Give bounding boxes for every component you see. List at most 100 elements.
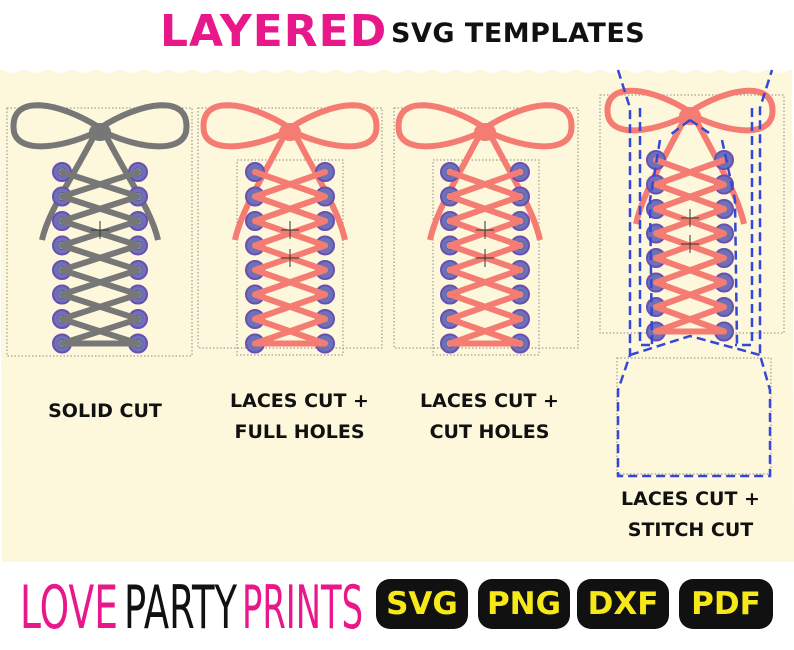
lace-end	[633, 118, 687, 225]
lace-tip	[135, 169, 141, 175]
stitch-line-icon	[735, 108, 754, 347]
lace-cross	[59, 316, 141, 347]
eyelet-icon	[315, 235, 335, 256]
lace-cross	[59, 169, 141, 200]
eyelet-hole	[57, 216, 67, 226]
bow-lace-icon	[200, 102, 292, 150]
eyelet-icon	[52, 162, 72, 182]
eyelet-icon	[714, 321, 734, 342]
lace-cross	[252, 267, 328, 298]
eyelet-icon	[128, 211, 148, 231]
lace-cross	[252, 193, 328, 224]
eyelet-icon	[510, 235, 530, 256]
eyelet-hole	[515, 339, 525, 348]
eyelet-icon	[440, 211, 460, 231]
eyelet-icon	[646, 248, 666, 268]
eyelet-hole	[445, 314, 455, 324]
lace-end	[488, 134, 543, 241]
eyelet-icon	[315, 284, 335, 305]
label-stitch-cut: LACES CUT + STITCH CUT	[603, 484, 778, 546]
eyelet-icon	[128, 186, 148, 207]
lace-end	[693, 118, 747, 225]
guide-box	[616, 357, 772, 475]
bow-lace-icon	[10, 102, 102, 150]
lace-cross	[447, 291, 523, 322]
lace-tip	[653, 157, 659, 163]
lace-cross	[653, 157, 727, 188]
bow-lace-icon	[395, 102, 487, 150]
eyelet-icon	[315, 211, 335, 231]
lace-cross	[447, 291, 523, 322]
bow-knot	[474, 123, 496, 141]
brand-logo: LOVE PARTY PRINTS	[20, 573, 363, 640]
eyelet-icon	[245, 333, 265, 354]
eyelet-icon	[714, 150, 734, 170]
eyelet-icon	[440, 235, 460, 256]
lace-cross	[59, 169, 141, 200]
page-subtitle: SVG TEMPLATES	[391, 18, 646, 49]
eyelet-hole	[133, 192, 143, 201]
stitch-line-icon	[616, 69, 774, 478]
lace-design-solid	[6, 102, 193, 357]
header: LAYERED SVG TEMPLATES	[0, 0, 794, 62]
lace-cross	[252, 218, 328, 249]
eyelet-hole	[133, 290, 143, 299]
eyelet-icon	[646, 150, 666, 170]
eyelet-icon	[714, 223, 734, 244]
lace-cross	[653, 230, 727, 261]
format-badge-svg: SVG	[376, 579, 468, 629]
eyelet-icon	[510, 309, 530, 329]
lace-cross	[653, 304, 727, 335]
eyelet-hole	[57, 314, 67, 324]
bow-lace-icon	[604, 87, 692, 134]
lace-cross	[447, 242, 523, 273]
eyelet-hole	[57, 167, 67, 177]
eyelet-icon	[440, 309, 460, 329]
bow-knot	[89, 123, 111, 141]
brand-word-love: LOVE	[20, 573, 118, 640]
label-line: LACES CUT +	[420, 390, 559, 412]
guide-box	[236, 159, 344, 356]
eyelet-icon	[245, 260, 265, 280]
eyelet-hole	[57, 265, 67, 275]
eyelet-hole	[515, 290, 525, 299]
eyelet-icon	[128, 235, 148, 256]
bow-knot	[279, 123, 301, 141]
eyelet-hole	[515, 265, 525, 275]
lace-cross	[653, 304, 727, 335]
eyelet-hole	[57, 290, 67, 299]
lace-cross	[447, 316, 523, 347]
stitch-line-icon	[638, 108, 655, 347]
lace-cross	[59, 291, 141, 322]
lace-tip	[721, 157, 727, 163]
eyelet-hole	[445, 167, 455, 177]
eyelet-icon	[52, 260, 72, 280]
guide-box	[599, 94, 785, 334]
eyelet-icon	[714, 174, 734, 195]
eyelet-icon	[128, 333, 148, 354]
lace-cross	[252, 169, 328, 200]
eyelet-hole	[133, 167, 143, 177]
lace-end	[103, 134, 161, 241]
lace-cross	[59, 242, 141, 273]
bow-lace-icon	[483, 102, 575, 150]
eyelet-hole	[57, 192, 67, 201]
page-title: LAYERED	[160, 6, 388, 57]
lace-design-cut	[393, 102, 579, 356]
lace-cross	[252, 316, 328, 347]
lace-end	[232, 134, 287, 241]
lace-cross	[447, 169, 523, 200]
eyelet-hole	[515, 314, 525, 324]
eyelet-icon	[440, 284, 460, 305]
eyelet-hole	[445, 265, 455, 275]
lace-cross	[59, 193, 141, 224]
lace-cross	[653, 255, 727, 286]
eyelet-icon	[128, 284, 148, 305]
lace-cross	[252, 218, 328, 249]
bow-lace-icon	[288, 102, 380, 150]
bow-lace-icon	[688, 87, 776, 134]
lace-end	[293, 134, 348, 241]
lace-cross	[447, 218, 523, 249]
lace-cross	[653, 206, 727, 237]
